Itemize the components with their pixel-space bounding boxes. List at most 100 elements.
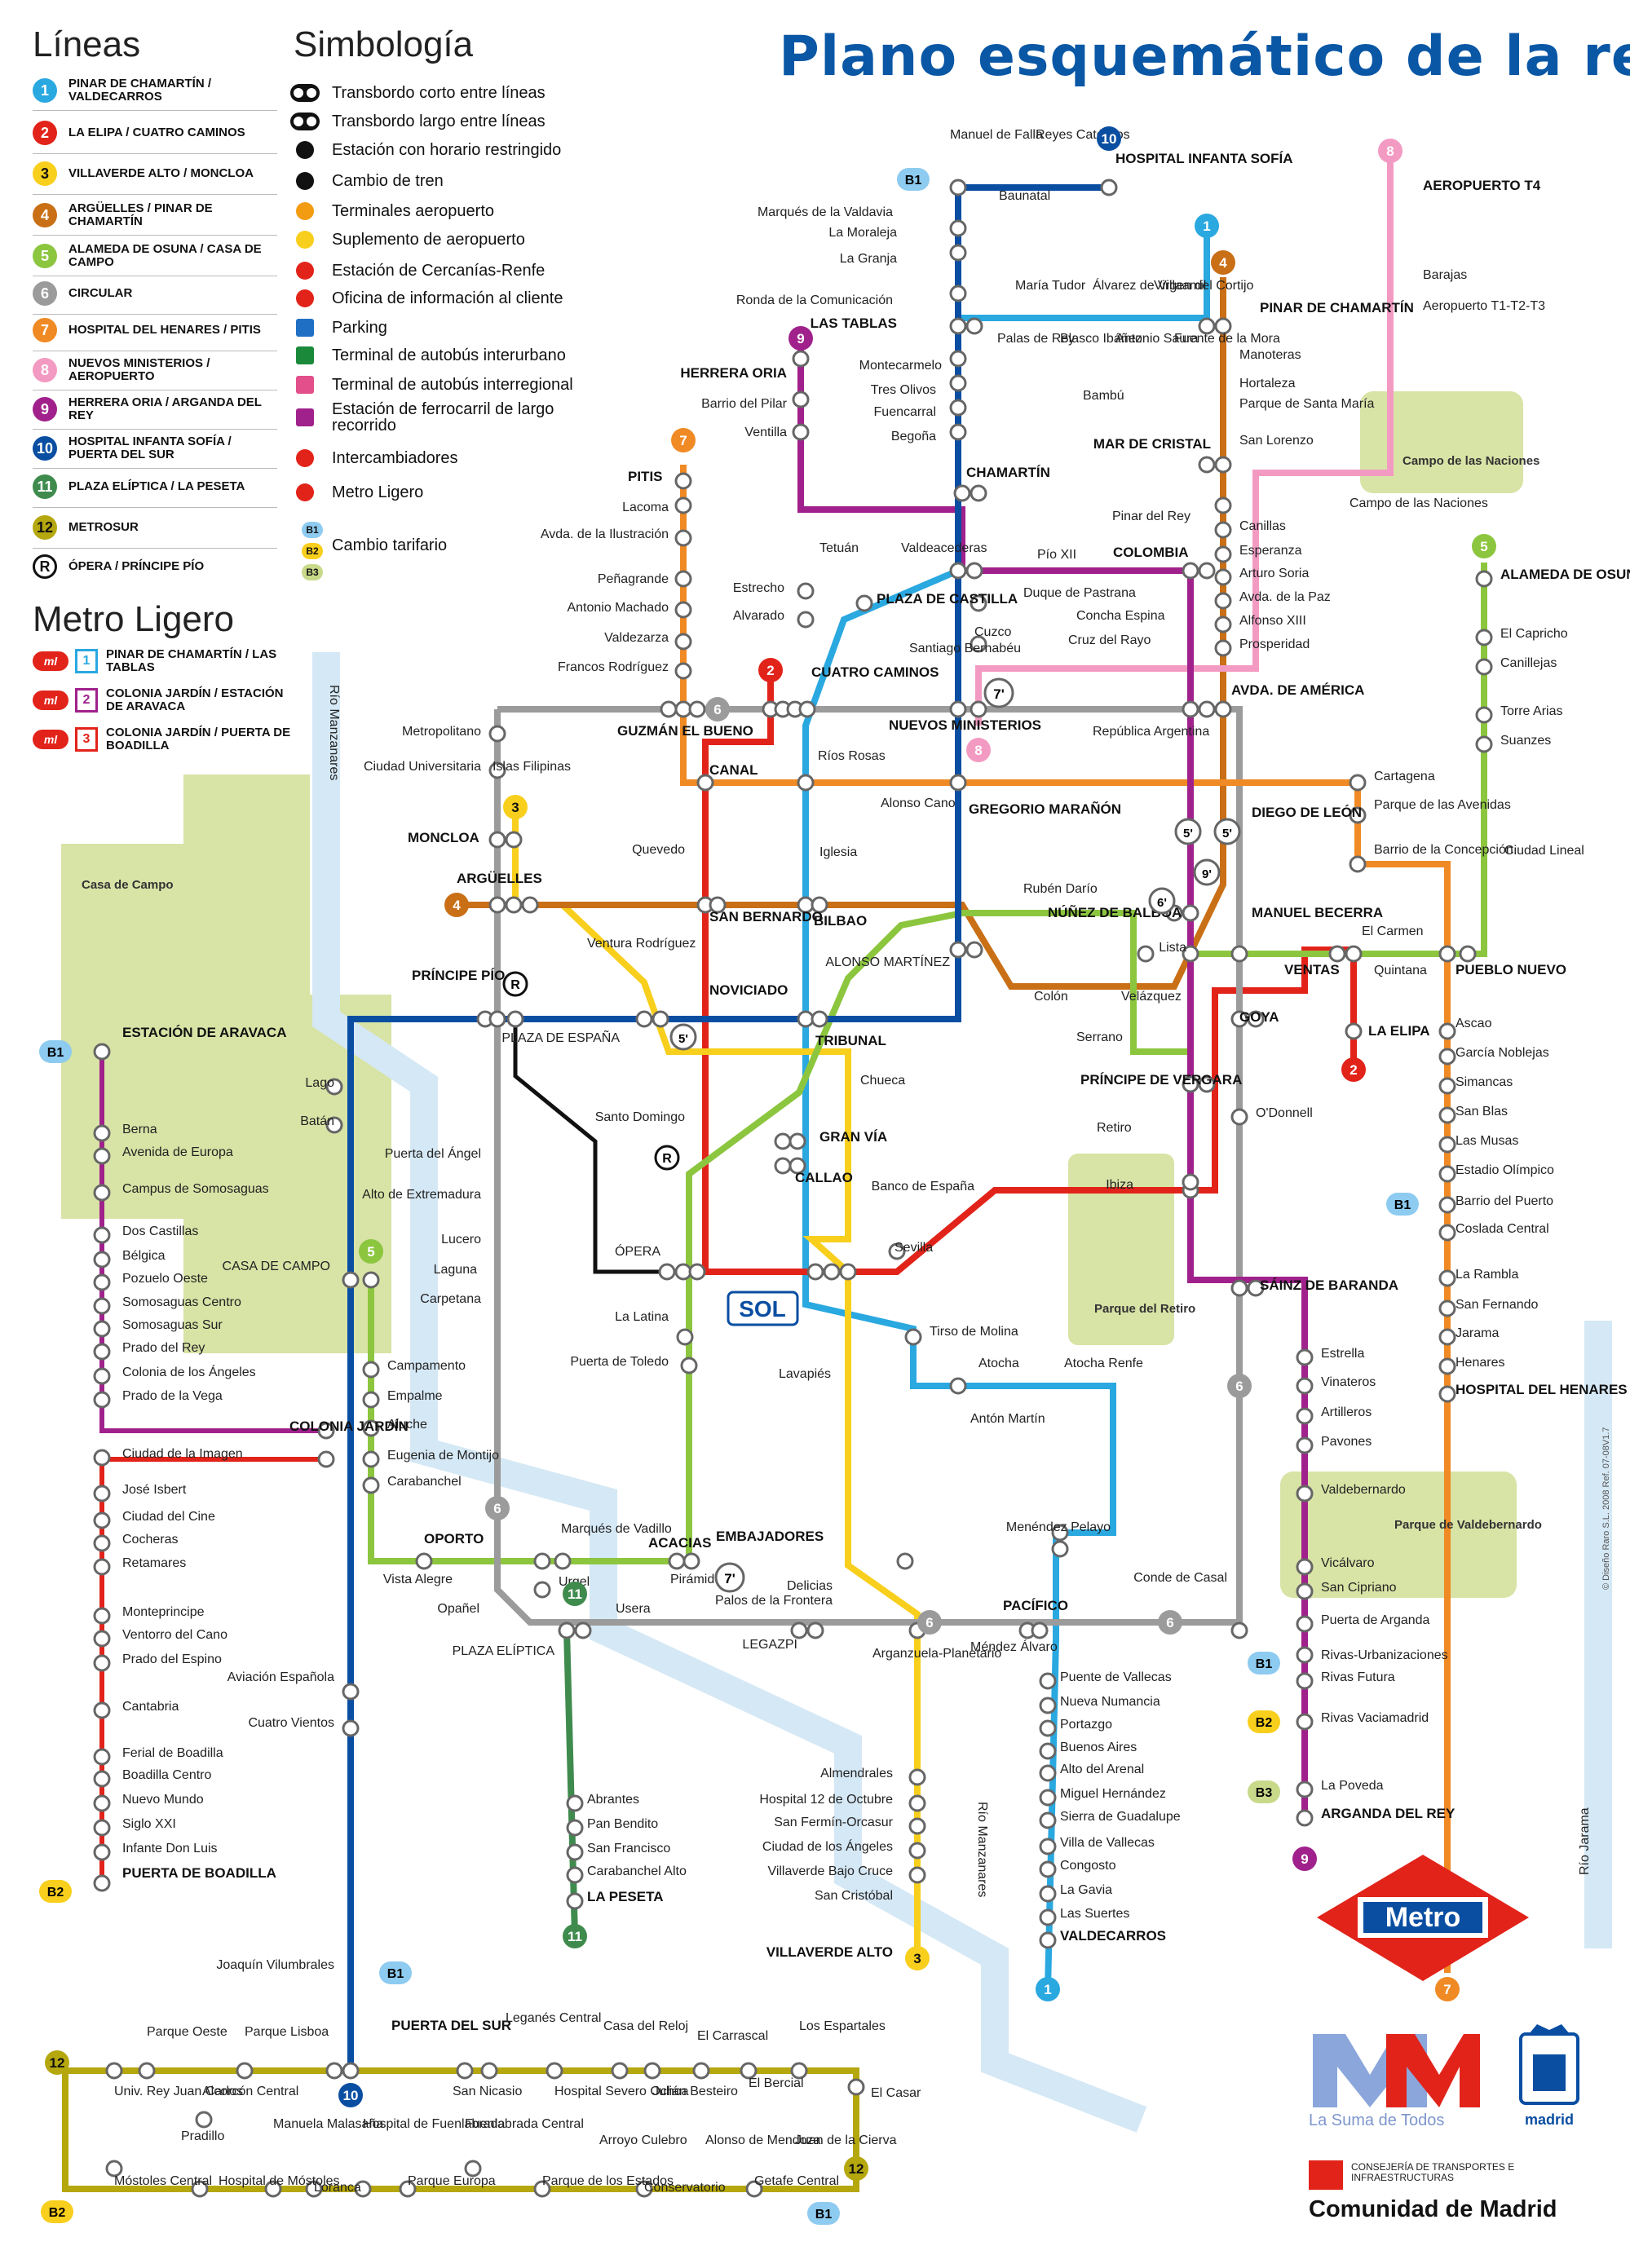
- station-dot[interactable]: [970, 700, 987, 718]
- station-dot[interactable]: [93, 1874, 111, 1892]
- station-label[interactable]: Monteprincipe: [122, 1605, 205, 1619]
- station-label[interactable]: O'Donnell: [1256, 1106, 1313, 1120]
- station-dot[interactable]: [1214, 700, 1232, 718]
- station-label[interactable]: Pinar del Rey: [1112, 510, 1190, 523]
- station-dot[interactable]: [1296, 1809, 1314, 1827]
- station-label[interactable]: EMBAJADORES: [716, 1529, 824, 1544]
- station-label[interactable]: Lago: [305, 1076, 334, 1090]
- station-dot[interactable]: [674, 601, 692, 619]
- station-label[interactable]: República Argentina: [1093, 725, 1209, 739]
- station-label[interactable]: Congosto: [1060, 1859, 1116, 1873]
- station-label[interactable]: Carabanchel: [387, 1475, 462, 1489]
- station-dot[interactable]: [325, 2062, 343, 2080]
- station-dot[interactable]: [660, 700, 678, 718]
- station-label[interactable]: Valdebernardo: [1321, 1483, 1406, 1497]
- station-dot[interactable]: [566, 1819, 584, 1837]
- station-dot[interactable]: [1475, 658, 1493, 676]
- station-label[interactable]: PUERTA DEL SUR: [391, 2018, 511, 2033]
- station-label[interactable]: Antón Martín: [970, 1412, 1045, 1426]
- station-dot[interactable]: [488, 896, 506, 914]
- station-label[interactable]: Aviación Española: [227, 1670, 334, 1684]
- station-dot[interactable]: [696, 774, 714, 792]
- station-label[interactable]: Boadilla Centro: [122, 1768, 212, 1782]
- station-label[interactable]: El Carmen: [1362, 924, 1424, 938]
- station-label[interactable]: CUATRO CAMINOS: [811, 664, 939, 680]
- station-label[interactable]: La Latina: [615, 1310, 669, 1324]
- station-dot[interactable]: [1182, 1173, 1199, 1191]
- station-dot[interactable]: [1345, 1022, 1363, 1040]
- station-dot[interactable]: [1214, 521, 1232, 539]
- station-dot[interactable]: [93, 1251, 111, 1269]
- station-dot[interactable]: [674, 496, 692, 514]
- station-label[interactable]: PRÍNCIPE PÍO: [412, 968, 505, 983]
- station-dot[interactable]: [949, 399, 967, 417]
- station-dot[interactable]: [1438, 1165, 1456, 1183]
- station-label[interactable]: Tetuán: [819, 541, 859, 555]
- station-label[interactable]: Villaverde Bajo Cruce: [767, 1864, 893, 1878]
- station-dot[interactable]: [305, 2180, 323, 2198]
- station-label[interactable]: Lista: [1159, 941, 1186, 955]
- station-label[interactable]: Aeropuerto T1-T2-T3: [1423, 299, 1545, 313]
- station-dot[interactable]: [1031, 1622, 1049, 1639]
- station-dot[interactable]: [1328, 945, 1346, 963]
- station-label[interactable]: Retamares: [122, 1556, 186, 1570]
- station-dot[interactable]: [1039, 1789, 1057, 1807]
- station-dot[interactable]: [1247, 1279, 1265, 1297]
- station-dot[interactable]: [949, 374, 967, 392]
- station-dot[interactable]: [93, 1184, 111, 1202]
- station-dot[interactable]: [1345, 945, 1363, 963]
- station-dot[interactable]: [1349, 774, 1367, 792]
- station-dot[interactable]: [93, 1273, 111, 1291]
- station-dot[interactable]: [823, 1263, 841, 1281]
- station-label[interactable]: Leganés Central: [506, 2011, 601, 2025]
- station-label[interactable]: Conde de Casal: [1133, 1571, 1227, 1585]
- station-dot[interactable]: [1039, 1931, 1057, 1949]
- station-dot[interactable]: [362, 1419, 380, 1437]
- station-label[interactable]: Ventorro del Cano: [122, 1628, 227, 1642]
- station-dot[interactable]: [908, 1842, 926, 1860]
- station-dot[interactable]: [1198, 562, 1216, 580]
- station-dot[interactable]: [847, 2078, 865, 2096]
- station-label[interactable]: Portazgo: [1060, 1718, 1112, 1732]
- station-dot[interactable]: [1475, 629, 1493, 646]
- station-dot[interactable]: [1182, 1075, 1199, 1093]
- station-label[interactable]: Canillejas: [1500, 656, 1557, 670]
- station-label[interactable]: Lacoma: [622, 501, 669, 514]
- station-label[interactable]: La Rambla: [1456, 1268, 1518, 1282]
- station-label[interactable]: ACACIAS: [648, 1535, 711, 1551]
- station-dot[interactable]: [342, 1683, 360, 1701]
- station-label[interactable]: Serrano: [1076, 1030, 1123, 1044]
- station-label[interactable]: Vinateros: [1321, 1375, 1376, 1389]
- station-label[interactable]: COLOMBIA: [1113, 545, 1189, 560]
- station-label[interactable]: Francos Rodríguez: [558, 660, 669, 674]
- station-dot[interactable]: [1039, 1764, 1057, 1782]
- station-dot[interactable]: [1438, 1196, 1456, 1214]
- station-label[interactable]: Ciudad de los Ángeles: [762, 1838, 893, 1854]
- station-label[interactable]: Cocheras: [122, 1533, 178, 1547]
- station-label[interactable]: Carpetana: [420, 1292, 481, 1306]
- station-dot[interactable]: [1438, 1385, 1456, 1403]
- station-dot[interactable]: [970, 594, 987, 612]
- station-dot[interactable]: [505, 896, 523, 914]
- station-label[interactable]: Ronda de la Comunicación: [736, 293, 893, 307]
- station-label[interactable]: Vicálvaro: [1321, 1556, 1375, 1570]
- station-dot[interactable]: [1230, 1108, 1248, 1126]
- station-dot[interactable]: [1296, 1377, 1314, 1395]
- station-dot[interactable]: [1349, 806, 1367, 824]
- station-label[interactable]: Juan de la Cierva: [795, 2133, 897, 2147]
- station-label[interactable]: Cuzco: [974, 625, 1011, 639]
- station-dot[interactable]: [811, 896, 828, 914]
- station-label[interactable]: Ventilla: [744, 426, 787, 439]
- station-label[interactable]: Laguna: [434, 1263, 477, 1277]
- station-dot[interactable]: [105, 2062, 123, 2080]
- station-label[interactable]: Batán: [300, 1114, 334, 1128]
- station-dot[interactable]: [908, 1794, 926, 1812]
- station-dot[interactable]: [362, 1271, 380, 1289]
- station-label[interactable]: Móstoles Central: [114, 2174, 212, 2188]
- station-dot[interactable]: [93, 1485, 111, 1502]
- station-dot[interactable]: [1438, 1106, 1456, 1124]
- station-dot[interactable]: [1051, 1524, 1069, 1542]
- station-label[interactable]: Pozuelo Oeste: [122, 1272, 208, 1286]
- station-dot[interactable]: [93, 1449, 111, 1467]
- station-label[interactable]: Banco de España: [872, 1180, 974, 1194]
